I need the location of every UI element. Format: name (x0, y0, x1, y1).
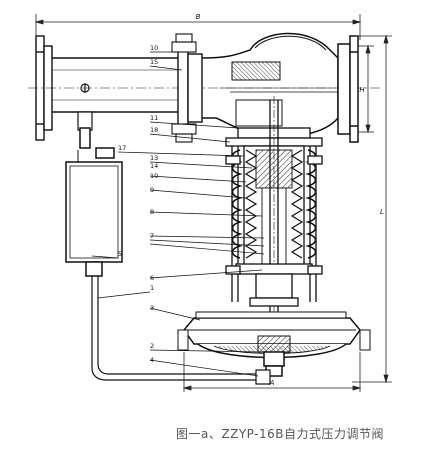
callout-1: 1 (150, 284, 154, 292)
dimension-b-label: B (196, 13, 201, 21)
callout-4: 4 (150, 356, 154, 364)
callout-14: 14 (150, 162, 158, 170)
callout-8: 8 (150, 208, 154, 216)
callout-labels: 10 15 11 18 17 13 14 10 9 8 7 6 5 1 3 2 … (118, 44, 158, 364)
spring-left (244, 149, 258, 259)
callout-9: 9 (150, 186, 154, 194)
callout-5: 5 (118, 250, 122, 258)
figure-caption: 图一a、ZZYP-16B自力式压力调节阀 (176, 427, 384, 441)
callout-13: 13 (150, 154, 158, 162)
dimension-l-label: L (380, 208, 384, 216)
callout-11: 11 (150, 114, 158, 122)
callout-10-mid: 10 (150, 172, 158, 180)
callout-18: 18 (150, 126, 158, 134)
valve-body (201, 32, 359, 143)
bonnet (225, 96, 323, 352)
dimension-a-label: A (269, 379, 275, 387)
leader-lines (91, 51, 265, 377)
dimension-h (358, 44, 374, 134)
callout-7: 7 (150, 232, 154, 240)
spring-right (290, 149, 304, 259)
outer-spring (231, 149, 317, 259)
dimension-h-label: H (359, 86, 365, 94)
diaphragm-actuator (177, 311, 371, 377)
callout-6: 6 (150, 274, 154, 282)
dimension-a (182, 352, 362, 392)
callout-3: 3 (150, 304, 154, 312)
pressure-tap (77, 83, 93, 131)
condenser-pot (65, 127, 123, 277)
inlet-pipe (28, 35, 380, 141)
impulse-tube (91, 276, 271, 385)
lower-guide (225, 155, 323, 307)
callout-10-top: 10 (150, 44, 158, 52)
callout-15: 15 (150, 58, 158, 66)
upper-flange-bolt (171, 33, 197, 143)
dimension-l (352, 34, 392, 384)
callout-2: 2 (150, 342, 154, 350)
callout-17: 17 (118, 144, 126, 152)
